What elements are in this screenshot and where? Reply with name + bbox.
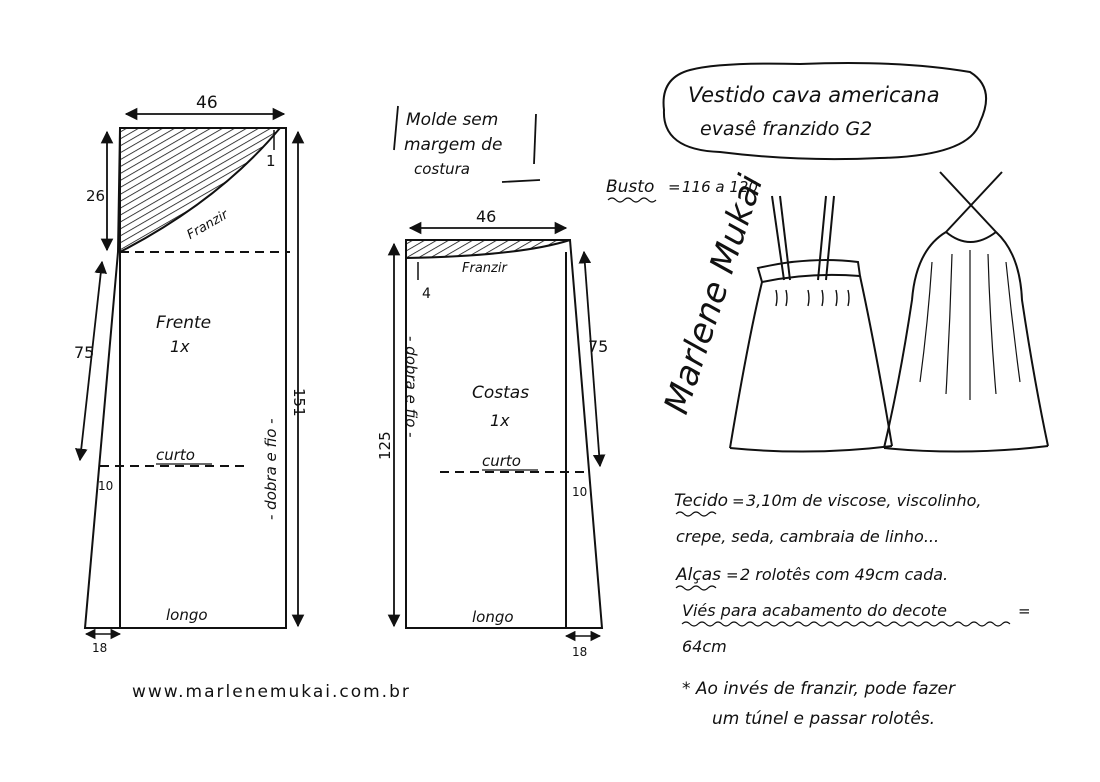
front-piece-name: Frente (156, 313, 211, 333)
back-outline (405, 239, 604, 629)
front-hem-extension-label: 18 (92, 641, 107, 655)
title-line-1: Vestido cava americana (688, 83, 940, 107)
bust-label: Busto (606, 177, 654, 197)
back-gather-hatch (405, 239, 571, 260)
bias-value: 64cm (682, 637, 727, 656)
back-neck-drop-label: 4 (422, 286, 431, 302)
svg-text:=: = (726, 566, 739, 584)
materials-list: Tecido = 3,10m de viscose, viscolinho, c… (674, 491, 1031, 729)
back-pattern-piece: 46 Franzir 4 - dobra e fio - Costas 1x 1… (376, 207, 608, 659)
seam-allowance-note: Molde sem margem de costura (393, 105, 541, 183)
back-short-label: curto (482, 452, 521, 470)
front-side-length-arrow (74, 260, 108, 462)
website-url: www.marlenemukai.com.br (132, 682, 411, 702)
fabric-label: Tecido (674, 491, 728, 511)
back-side-length-arrow (578, 250, 606, 468)
note-line-3: costura (414, 160, 470, 178)
back-total-length-label: 125 (376, 431, 394, 460)
back-side-length-label: 75 (588, 337, 608, 356)
bias-label: Viés para acabamento do decote (682, 601, 947, 620)
front-piece-count: 1x (170, 337, 190, 356)
back-gather-label: Franzir (462, 261, 508, 276)
front-long-label: longo (166, 606, 208, 624)
back-width-label: 46 (476, 207, 496, 226)
back-hem-extension-label: 18 (572, 645, 587, 659)
dress-front-sketch (729, 195, 893, 453)
front-width-label: 46 (196, 93, 218, 113)
back-fold-label: - dobra e fio - (402, 336, 420, 438)
note-line-1: Molde sem (406, 110, 498, 130)
note-line-2: margem de (404, 135, 502, 155)
front-fold-label: - dobra e fio - (262, 418, 280, 520)
back-piece-count: 1x (490, 411, 510, 430)
front-side-length-label: 75 (74, 343, 94, 362)
front-short-label: curto (156, 446, 195, 464)
front-armhole-drop-label: 26 (86, 187, 105, 205)
front-short-offset-label: 10 (98, 479, 113, 493)
straps-value: 2 rolotês com 49cm cada. (740, 565, 948, 584)
front-pattern-piece: 46 26 1 Franzir Frente 1x 75 - dobra e f… (74, 93, 308, 655)
fabric-line-2: crepe, seda, cambraia de linho... (676, 527, 939, 546)
bust-value: 116 a 120 (682, 178, 758, 196)
front-outline (83, 127, 287, 629)
front-gather-hatch (119, 127, 283, 254)
front-gather-label: Franzir (185, 207, 233, 243)
svg-text:=: = (1018, 602, 1031, 620)
title-cloud: Vestido cava americana evasê franzido G2 (662, 62, 988, 161)
title-line-2: evasê franzido G2 (700, 118, 872, 140)
signature: Marlene Mukai (657, 169, 772, 418)
tip-line-2: um túnel e passar rolotês. (712, 709, 935, 729)
svg-text:=: = (732, 492, 745, 510)
svg-text:=: = (668, 178, 681, 196)
back-long-label: longo (472, 608, 514, 626)
fabric-line-1: 3,10m de viscose, viscolinho, (746, 491, 981, 510)
dress-back-sketch (883, 171, 1049, 453)
front-neck-label: 1 (266, 152, 276, 170)
tip-line-1: * Ao invés de franzir, pode fazer (682, 679, 956, 699)
back-piece-name: Costas (472, 383, 529, 403)
back-short-offset-label: 10 (572, 485, 587, 499)
front-total-length-label: 151 (290, 388, 308, 417)
bust-measure: Busto = 116 a 120 (606, 177, 758, 203)
straps-label: Alças (675, 565, 721, 585)
